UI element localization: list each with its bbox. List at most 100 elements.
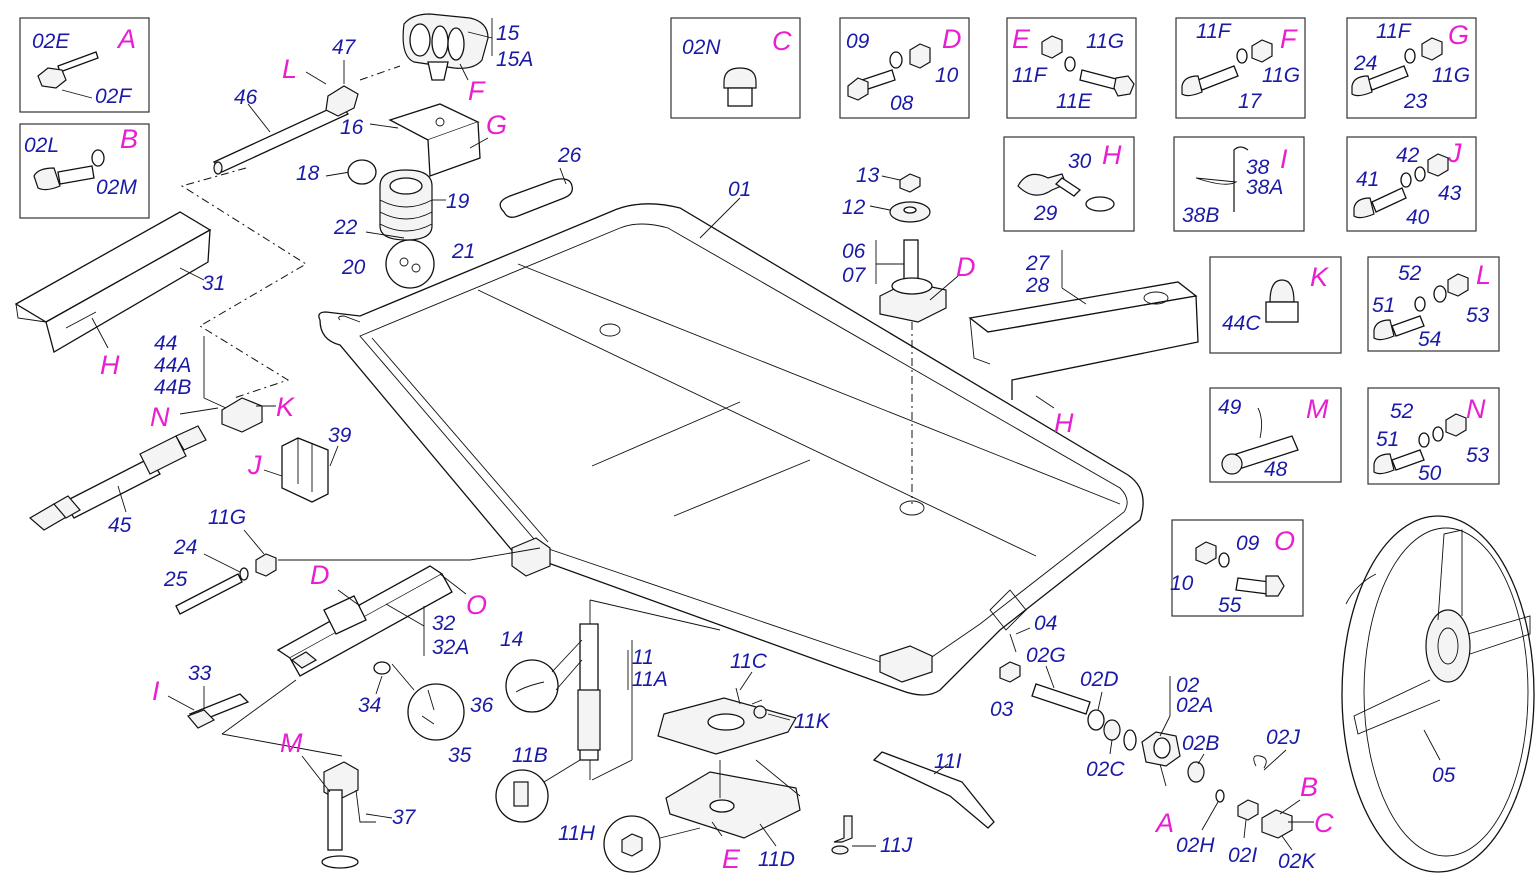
callout-11k: 11K — [794, 710, 831, 733]
belt — [499, 178, 573, 218]
inset-box-H: 30 H 29 — [1003, 136, 1135, 232]
threaded-rod — [175, 573, 243, 615]
side-shield — [968, 281, 1199, 400]
inset-B-label-02m: 02M — [96, 176, 137, 199]
washer-icon — [1404, 48, 1416, 64]
callout-02b: 02B — [1182, 732, 1219, 755]
inset-A-label-02e: 02E — [32, 30, 70, 53]
washer-icon — [1236, 48, 1248, 64]
inset-C-letter: C — [772, 26, 792, 56]
inset-D-label-10: 10 — [935, 64, 959, 87]
inset-O-label-10: 10 — [1170, 572, 1194, 595]
callout-04: 04 — [1034, 612, 1057, 635]
cutter-blade — [872, 751, 995, 829]
inset-box-O: 09 O 10 55 — [1170, 519, 1304, 617]
callout-02i: 02I — [1228, 844, 1257, 867]
inset-J-label-41: 41 — [1356, 168, 1379, 191]
inset-G-label-23: 23 — [1403, 90, 1428, 113]
nut-icon — [909, 43, 931, 69]
inset-J-label-42: 42 — [1396, 144, 1420, 167]
hub-cap-02k — [1261, 809, 1293, 839]
inset-E-label-11f: 11F — [1012, 64, 1048, 87]
bolt-shank-icon — [57, 165, 95, 185]
washer-icon — [889, 51, 903, 69]
inset-box-K: K 44C — [1209, 256, 1342, 354]
washer-icon — [1433, 285, 1447, 303]
inset-box-J: 42 J 41 43 40 — [1346, 136, 1477, 232]
clip-icon — [1195, 177, 1238, 185]
grease-fitting-body-icon — [727, 87, 753, 107]
callout-37: 37 — [392, 806, 417, 829]
grease-fitting-body-icon — [1265, 301, 1299, 323]
callout-11h: 11H — [558, 822, 596, 845]
callout-25: 25 — [163, 568, 188, 591]
bearing-02b — [1187, 761, 1205, 783]
washer-icon — [1218, 552, 1230, 568]
washer-icon — [91, 149, 105, 167]
washer-icon — [1085, 196, 1115, 212]
nut-icon — [1251, 39, 1273, 63]
mower-frame — [318, 203, 1144, 696]
bearing-block — [221, 397, 263, 433]
callout-11: 11 — [632, 646, 654, 669]
inset-A-label-02f: 02F — [95, 85, 132, 108]
callout-32: 32 — [432, 612, 456, 635]
callout-02d: 02D — [1080, 668, 1119, 691]
letter-H-shield2: H — [1054, 408, 1074, 438]
callout-36: 36 — [470, 694, 494, 717]
inset-I-label-38: 38 — [1246, 156, 1270, 179]
gearbox-mount-bracket — [388, 103, 481, 177]
letter-J: J — [247, 450, 262, 480]
bolt-shank-icon — [1054, 177, 1082, 197]
callout-20: 20 — [341, 256, 366, 279]
detail-circle-14 — [505, 659, 559, 713]
inset-J-label-43: 43 — [1438, 182, 1462, 205]
driveline-shaft — [212, 103, 350, 173]
bolt-head-icon — [1265, 575, 1285, 597]
inset-box-E: E 11G 11F 11E — [1006, 17, 1137, 119]
callout-02h: 02H — [1176, 834, 1215, 857]
jack-stand — [321, 761, 376, 869]
nut-02i — [1237, 799, 1259, 821]
seal-02d — [1087, 709, 1105, 731]
inset-M-label-48: 48 — [1264, 458, 1288, 481]
washer-34 — [373, 661, 391, 675]
bolt-shank-icon — [1391, 315, 1425, 337]
inset-box-F: 11F F 11G 17 — [1175, 17, 1306, 119]
inset-L-label-51: 51 — [1372, 294, 1395, 317]
washer-icon — [239, 567, 249, 581]
letter-H-shield: H — [100, 350, 120, 380]
washer-icon — [1414, 166, 1426, 182]
inset-L-label-54: 54 — [1418, 328, 1441, 351]
inset-box-N: 52 N 51 53 50 — [1367, 387, 1500, 485]
callout-24: 24 — [173, 536, 197, 559]
callout-22: 22 — [333, 216, 358, 239]
callout-44b: 44B — [154, 376, 191, 399]
bolt-head-icon — [33, 167, 61, 191]
bolt-head-icon — [1181, 75, 1203, 97]
inset-J-letter: J — [1447, 138, 1462, 168]
letter-D-hitch: D — [310, 560, 330, 590]
inset-A-letter: A — [116, 24, 136, 54]
bolt-shank-icon — [1371, 187, 1407, 213]
letter-I: I — [152, 676, 160, 706]
inset-box-D: 09 D 10 08 — [839, 17, 970, 119]
callout-02a: 02A — [1176, 694, 1213, 717]
nut-03 — [999, 661, 1021, 683]
top-nut-13 — [899, 173, 921, 193]
bolt-head-icon — [847, 77, 869, 101]
callout-11j: 11J — [880, 834, 913, 857]
hitch-clip-icon — [1257, 407, 1263, 439]
washer-icon — [1418, 432, 1430, 448]
callout-26: 26 — [557, 144, 582, 167]
inset-H-letter: H — [1102, 140, 1122, 170]
nut-icon — [1445, 413, 1467, 437]
callout-39: 39 — [328, 424, 352, 447]
callout-32a: 32A — [432, 636, 469, 659]
callout-47: 47 — [332, 36, 357, 59]
callout-27: 27 — [1025, 252, 1051, 275]
inset-N-letter: N — [1466, 394, 1486, 424]
inset-N-label-51: 51 — [1376, 428, 1399, 451]
callout-05: 05 — [1432, 764, 1456, 787]
